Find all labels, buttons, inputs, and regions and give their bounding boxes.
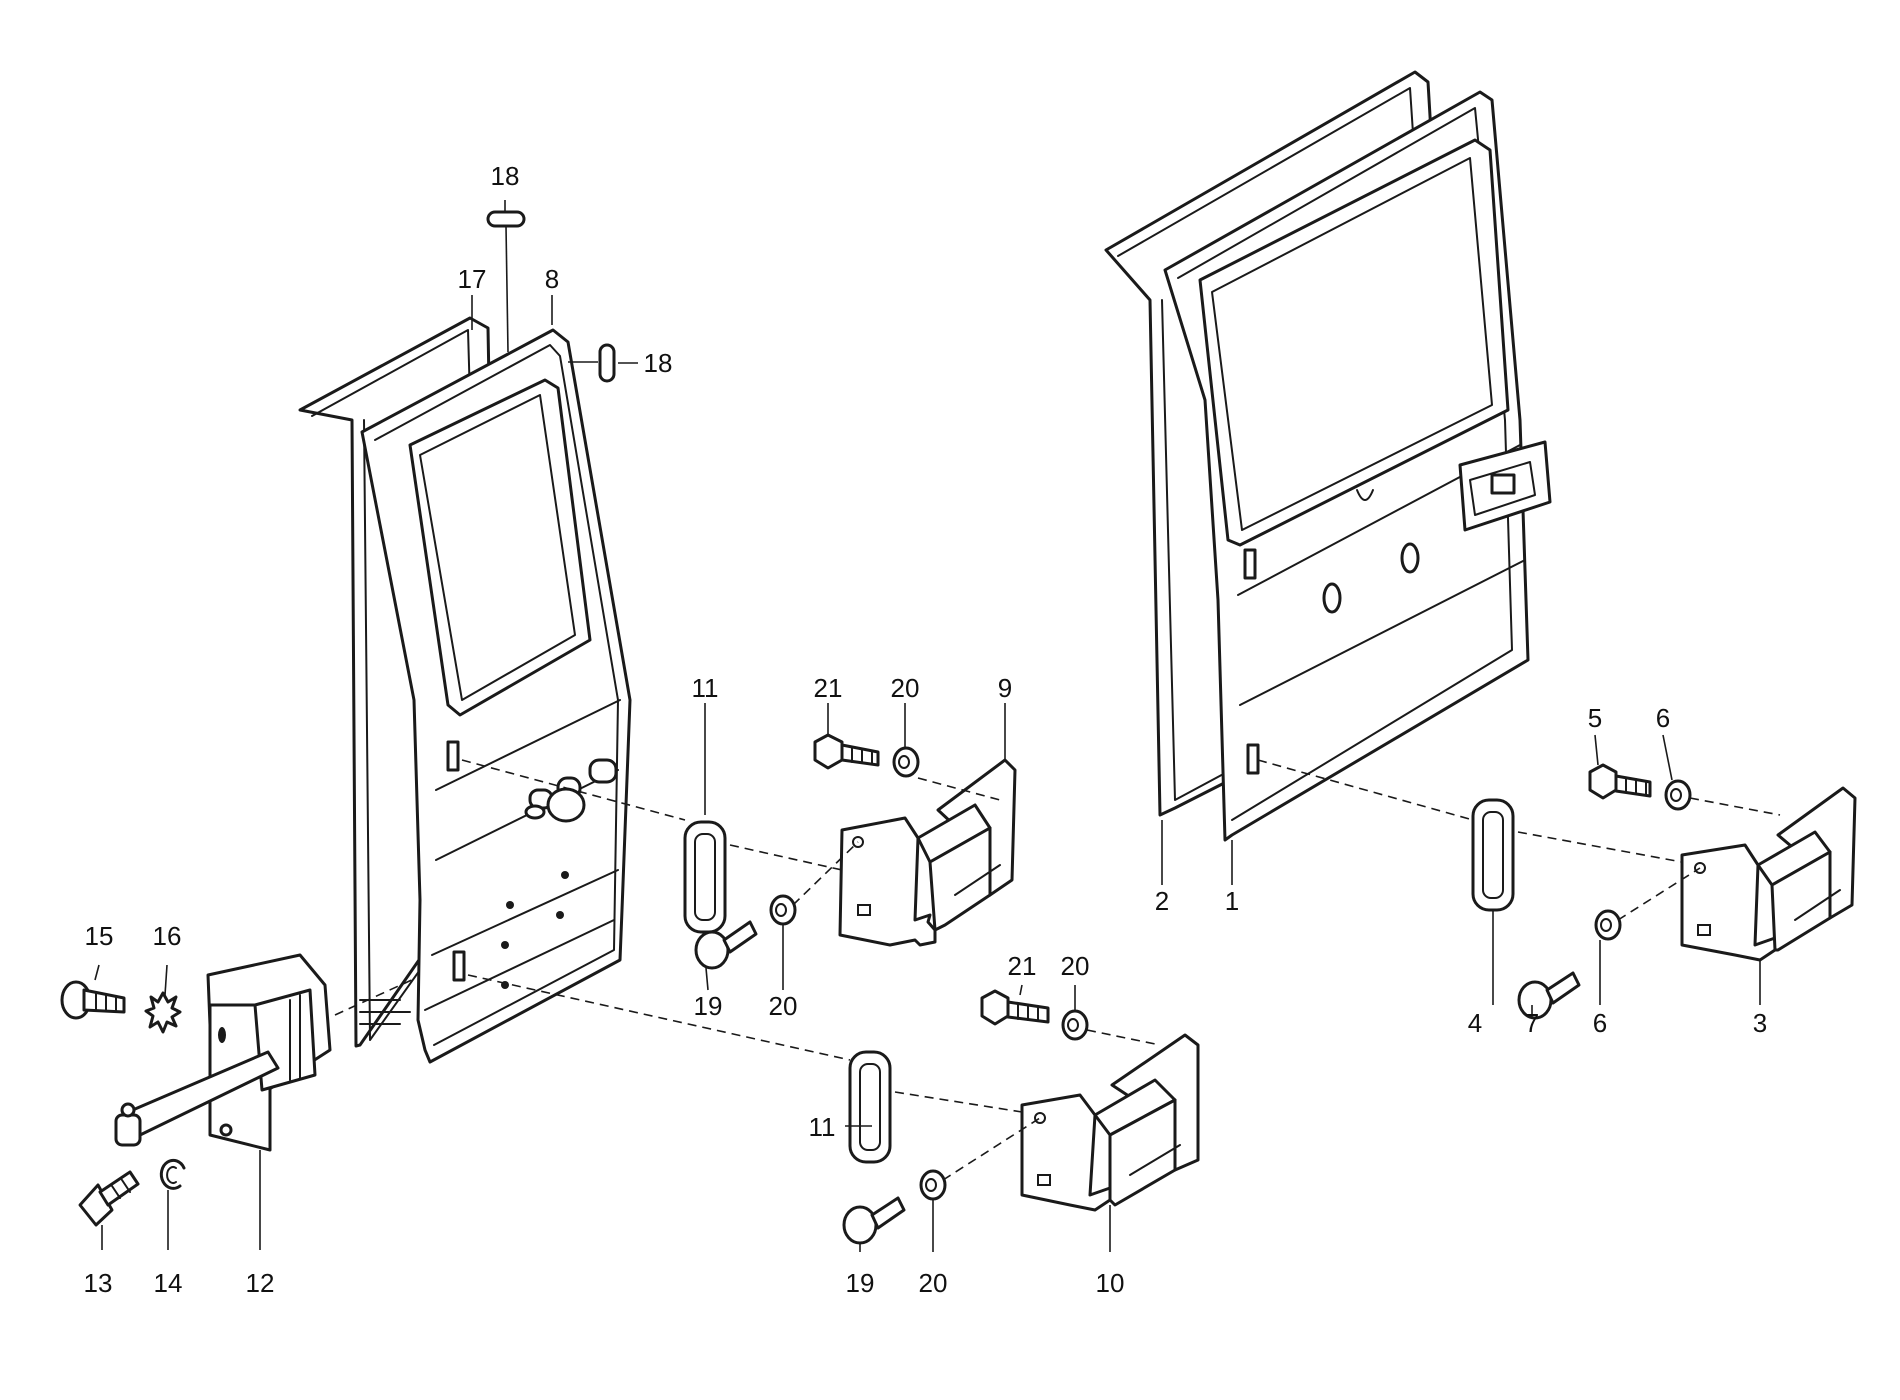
screw-19-lower [842,1196,906,1245]
callout-13: 13 [84,1268,113,1298]
callout-17: 17 [458,264,487,294]
callout-11-upper: 11 [692,673,719,703]
screw-7 [1517,971,1581,1020]
washer-6-lower [1594,909,1622,941]
right-door-panel [1163,90,1552,842]
callout-20-upper-b: 20 [769,991,798,1021]
washer-20-lower-a [1061,1009,1089,1041]
washer-20-upper-b [769,894,797,926]
callout-20-lower-a: 20 [1061,951,1090,981]
callout-21-lower: 21 [1008,951,1037,981]
hinge-3 [1680,786,1857,962]
hinge-9 [838,758,1017,947]
door-check-strap [114,953,332,1152]
callout-18-top: 18 [491,161,520,191]
callout-15: 15 [85,921,114,951]
gasket-4 [1471,798,1515,912]
callout-20-lower-b: 20 [919,1268,948,1298]
callout-19-upper: 19 [694,991,723,1021]
screw-13 [78,1170,140,1227]
circlip-14 [159,1158,186,1190]
callout-16: 16 [153,921,182,951]
callout-3: 3 [1753,1008,1767,1038]
callout-numbers: 18 17 8 18 11 21 20 9 19 20 15 16 13 14 … [84,161,1768,1298]
bolt-21-lower [980,989,1050,1026]
callout-7: 7 [1525,1008,1539,1038]
callout-21-upper: 21 [814,673,843,703]
left-door-panel [360,328,632,1064]
lock-washer-16 [144,991,182,1034]
rubber-plug-side [598,343,616,383]
callout-10: 10 [1096,1268,1125,1298]
callout-12: 12 [246,1268,275,1298]
callout-11-lower: 11 [809,1112,836,1142]
callout-14: 14 [154,1268,183,1298]
leader-lines [94,200,1761,1252]
callout-9: 9 [998,673,1012,703]
callout-19-lower: 19 [846,1268,875,1298]
callout-5: 5 [1588,703,1602,733]
screw-15 [60,980,126,1020]
screw-19-upper [694,920,758,970]
bolt-5 [1588,763,1652,800]
hinge-10 [1020,1033,1200,1212]
bolt-21-upper [813,733,880,770]
callout-20-upper-a: 20 [891,673,920,703]
callout-2: 2 [1155,886,1169,916]
gasket-11-lower [848,1050,892,1164]
rubber-plug-top [486,210,526,228]
callout-1: 1 [1225,886,1239,916]
callout-6-upper: 6 [1656,703,1670,733]
washer-20-lower-b [919,1169,947,1201]
washer-20-upper-a [892,746,920,778]
callout-4: 4 [1468,1008,1482,1038]
callout-8: 8 [545,264,559,294]
washer-6-upper [1664,779,1692,811]
callout-18-side: 18 [644,348,673,378]
assembly-lines [334,759,1781,1181]
callout-6-lower: 6 [1593,1008,1607,1038]
gasket-11-upper [683,820,727,934]
